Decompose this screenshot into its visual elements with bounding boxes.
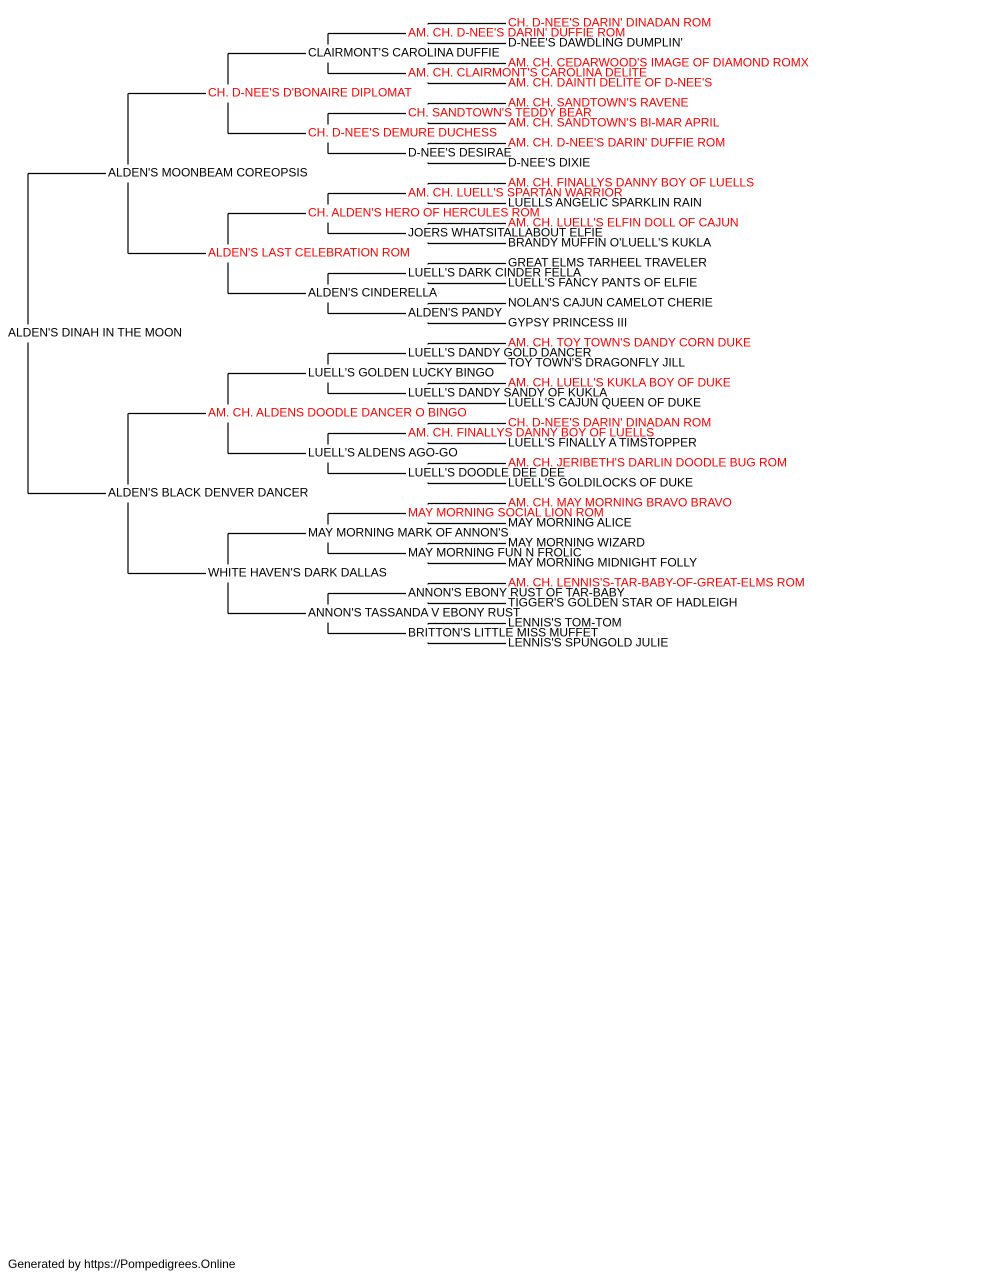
sire-name-gen5[interactable]: LENNIS'S TOM-TOM xyxy=(508,616,622,630)
dam-name-gen5[interactable]: LUELL'S GOLDILOCKS OF DUKE xyxy=(508,476,693,490)
dam-name-gen4[interactable]: LUELL'S DOODLE DEE DEE xyxy=(408,466,565,480)
sire-name-gen4[interactable]: LUELL'S DARK CINDER FELLA xyxy=(408,266,581,280)
dam-name-gen5[interactable]: TOY TOWN'S DRAGONFLY JILL xyxy=(508,356,685,370)
sire-name-gen4[interactable]: CH. SANDTOWN'S TEDDY BEAR xyxy=(408,106,592,120)
dam-name-gen4[interactable]: D-NEE'S DESIRAE xyxy=(408,146,512,160)
sire-name-gen2[interactable]: CH. D-NEE'S D'BONAIRE DIPLOMAT xyxy=(208,86,412,100)
dam-name-gen1[interactable]: ALDEN'S BLACK DENVER DANCER xyxy=(108,486,309,500)
sire-name-gen4[interactable]: AM. CH. LUELL'S SPARTAN WARRIOR xyxy=(408,186,623,200)
sire-name-gen3[interactable]: CLAIRMONT'S CAROLINA DUFFIE xyxy=(308,46,500,60)
dam-name-gen5[interactable]: BRANDY MUFFIN O'LUELL'S KUKLA xyxy=(508,236,711,250)
sire-name-gen4[interactable]: ANNON'S EBONY RUST OF TAR-BABY xyxy=(408,586,625,600)
dam-name-gen4[interactable]: BRITTON'S LITTLE MISS MUFFET xyxy=(408,626,599,640)
sire-name-gen3[interactable]: CH. ALDEN'S HERO OF HERCULES ROM xyxy=(308,206,540,220)
sire-name-gen5[interactable]: AM. CH. JERIBETH'S DARLIN DOODLE BUG ROM xyxy=(508,456,787,470)
sire-name-gen5[interactable]: AM. CH. TOY TOWN'S DANDY CORN DUKE xyxy=(508,336,751,350)
dam-name-gen5[interactable]: MAY MORNING ALICE xyxy=(508,516,632,530)
sire-name-gen5[interactable]: CH. D-NEE'S DARIN' DINADAN ROM xyxy=(508,16,711,30)
dam-name-gen4[interactable]: LUELL'S DANDY SANDY OF KUKLA xyxy=(408,386,607,400)
sire-name-gen4[interactable]: LUELL'S DANDY GOLD DANCER xyxy=(408,346,592,360)
dam-name-gen2[interactable]: ALDEN'S LAST CELEBRATION ROM xyxy=(208,246,410,260)
sire-name-gen5[interactable]: CH. D-NEE'S DARIN' DINADAN ROM xyxy=(508,416,711,430)
sire-name-gen5[interactable]: AM. CH. FINALLYS DANNY BOY OF LUELLS xyxy=(508,176,754,190)
dam-name-gen5[interactable]: D-NEE'S DAWDLING DUMPLIN' xyxy=(508,36,683,50)
sire-name-gen5[interactable]: AM. CH. MAY MORNING BRAVO BRAVO xyxy=(508,496,732,510)
sire-name-gen5[interactable]: AM. CH. LUELL'S ELFIN DOLL OF CAJUN xyxy=(508,216,739,230)
sire-name-gen4[interactable]: AM. CH. D-NEE'S DARIN' DUFFIE ROM xyxy=(408,26,625,40)
sire-name-gen2[interactable]: AM. CH. ALDENS DOODLE DANCER O BINGO xyxy=(208,406,467,420)
dam-name-gen3[interactable]: ALDEN'S CINDERELLA xyxy=(308,286,437,300)
dam-name-gen5[interactable]: AM. CH. SANDTOWN'S BI-MAR APRIL xyxy=(508,116,720,130)
dam-name-gen5[interactable]: LENNIS'S SPUNGOLD JULIE xyxy=(508,636,668,650)
dam-name-gen5[interactable]: MAY MORNING MIDNIGHT FOLLY xyxy=(508,556,697,570)
sire-name-gen3[interactable]: MAY MORNING MARK OF ANNON'S xyxy=(308,526,509,540)
dam-name-gen4[interactable]: AM. CH. CLAIRMONT'S CAROLINA DELITE xyxy=(408,66,647,80)
dam-name-gen5[interactable]: TIGGER'S GOLDEN STAR OF HADLEIGH xyxy=(508,596,737,610)
dam-name-gen5[interactable]: LUELL'S FANCY PANTS OF ELFIE xyxy=(508,276,697,290)
sire-name-gen5[interactable]: AM. CH. SANDTOWN'S RAVENE xyxy=(508,96,689,110)
dam-name-gen5[interactable]: D-NEE'S DIXIE xyxy=(508,156,590,170)
dam-name-gen5[interactable]: LUELL'S FINALLY A TIMSTOPPER xyxy=(508,436,697,450)
sire-name-gen5[interactable]: MAY MORNING WIZARD xyxy=(508,536,645,550)
sire-name-gen5[interactable]: NOLAN'S CAJUN CAMELOT CHERIE xyxy=(508,296,713,310)
sire-name-gen4[interactable]: MAY MORNING SOCIAL LION ROM xyxy=(408,506,604,520)
subject-dog-name[interactable]: ALDEN'S DINAH IN THE MOON xyxy=(8,326,182,340)
dam-name-gen3[interactable]: CH. D-NEE'S DEMURE DUCHESS xyxy=(308,126,497,140)
dam-name-gen5[interactable]: LUELL'S CAJUN QUEEN OF DUKE xyxy=(508,396,701,410)
dam-name-gen5[interactable]: AM. CH. DAINTI DELITE OF D-NEE'S xyxy=(508,76,712,90)
sire-name-gen5[interactable]: AM. CH. LUELL'S KUKLA BOY OF DUKE xyxy=(508,376,731,390)
sire-name-gen5[interactable]: AM. CH. D-NEE'S DARIN' DUFFIE ROM xyxy=(508,136,725,150)
sire-name-gen5[interactable]: AM. CH. LENNIS'S-TAR-BABY-OF-GREAT-ELMS … xyxy=(508,576,805,590)
dam-name-gen4[interactable]: MAY MORNING FUN N FROLIC xyxy=(408,546,582,560)
generated-by-footer: Generated by https://Pompedigrees.Online xyxy=(8,1257,236,1271)
sire-name-gen5[interactable]: AM. CH. CEDARWOOD'S IMAGE OF DIAMOND ROM… xyxy=(508,56,809,70)
dam-name-gen3[interactable]: ANNON'S TASSANDA V EBONY RUST xyxy=(308,606,521,620)
dam-name-gen5[interactable]: LUELLS ANGELIC SPARKLIN RAIN xyxy=(508,196,702,210)
dam-name-gen3[interactable]: LUELL'S ALDENS AGO-GO xyxy=(308,446,458,460)
sire-name-gen5[interactable]: GREAT ELMS TARHEEL TRAVELER xyxy=(508,256,707,270)
sire-name-gen1[interactable]: ALDEN'S MOONBEAM COREOPSIS xyxy=(108,166,308,180)
sire-name-gen4[interactable]: AM. CH. FINALLYS DANNY BOY OF LUELLS xyxy=(408,426,654,440)
sire-name-gen3[interactable]: LUELL'S GOLDEN LUCKY BINGO xyxy=(308,366,494,380)
dam-name-gen4[interactable]: ALDEN'S PANDY xyxy=(408,306,502,320)
dam-name-gen4[interactable]: JOERS WHATSITALLABOUT ELFIE xyxy=(408,226,603,240)
dam-name-gen5[interactable]: GYPSY PRINCESS III xyxy=(508,316,627,330)
dam-name-gen2[interactable]: WHITE HAVEN'S DARK DALLAS xyxy=(208,566,387,580)
